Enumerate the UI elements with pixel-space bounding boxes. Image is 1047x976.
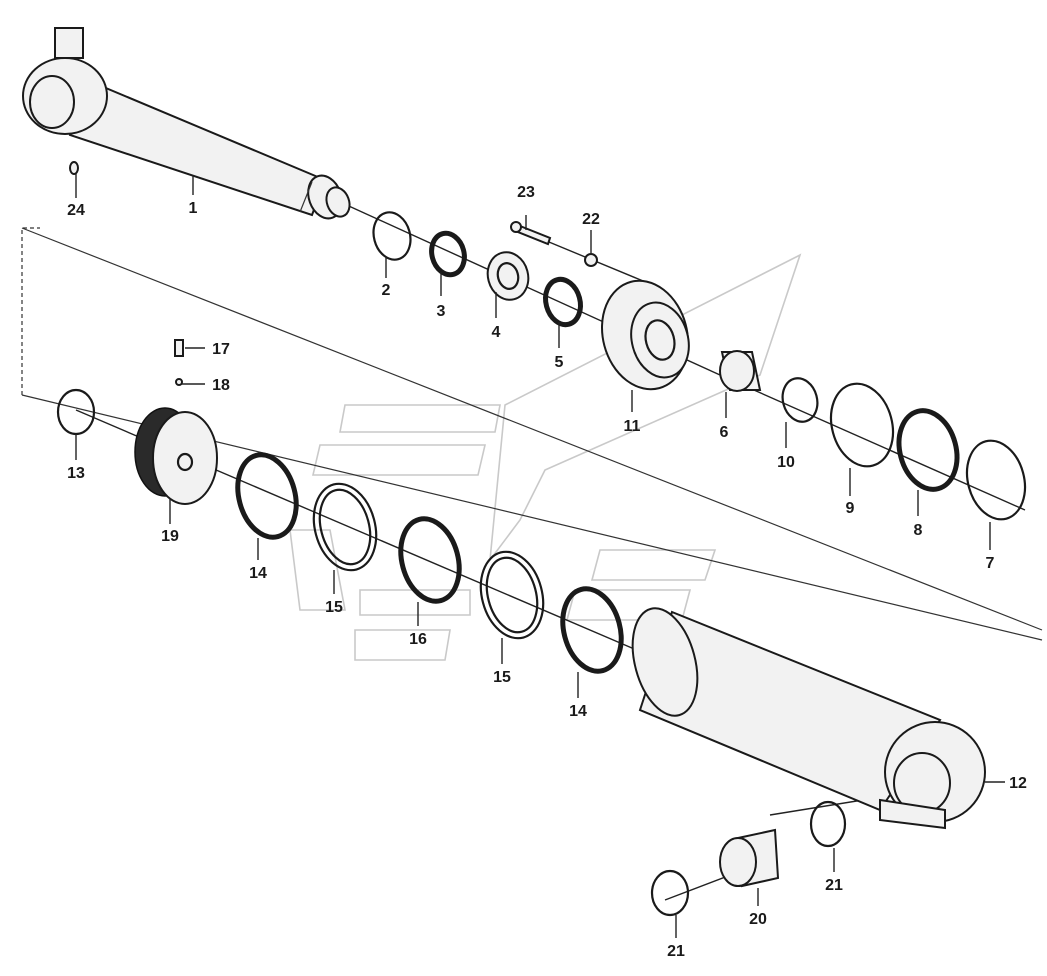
callout-20: 20	[749, 911, 767, 928]
watermark-logo	[289, 253, 802, 661]
callout-16: 16	[409, 631, 427, 648]
callout-5: 5	[555, 354, 564, 371]
piston-seals	[235, 452, 624, 674]
callout-21-right: 21	[825, 877, 843, 894]
callout-24: 24	[67, 202, 85, 219]
callout-23: 23	[517, 184, 535, 201]
piston-assembly	[56, 388, 218, 505]
callout-8: 8	[914, 522, 923, 539]
callout-2: 2	[382, 282, 391, 299]
callout-18: 18	[212, 377, 230, 394]
callout-15-upper: 15	[325, 599, 343, 616]
gland-head	[601, 279, 690, 391]
piston-rod	[22, 27, 351, 220]
callout-10: 10	[777, 454, 795, 471]
rod-side-rings	[719, 350, 1027, 521]
callout-17: 17	[212, 341, 230, 358]
callout-22: 22	[582, 211, 600, 228]
small-fittings	[174, 221, 598, 386]
callout-7: 7	[986, 555, 995, 572]
callout-labels: 1 2 3 4 5 6 7 8 9 10 11 12 13 14 14 15 1…	[67, 184, 1027, 960]
callout-12: 12	[1009, 775, 1027, 792]
tube-eye-bushing	[650, 800, 847, 917]
callout-19: 19	[161, 528, 179, 545]
top-seal-rings	[372, 211, 583, 328]
callout-14-upper: 14	[249, 565, 267, 582]
callout-13: 13	[67, 465, 85, 482]
callout-21-left: 21	[667, 943, 685, 960]
callout-14-lower: 14	[569, 703, 587, 720]
callout-4: 4	[492, 324, 501, 341]
callout-6: 6	[720, 424, 729, 441]
callout-11: 11	[624, 418, 641, 435]
callout-3: 3	[437, 303, 446, 320]
callout-15-lower: 15	[493, 669, 511, 686]
callout-leaders	[75, 174, 1005, 938]
cylinder-tube	[631, 607, 986, 830]
callout-1: 1	[189, 200, 198, 217]
callout-9: 9	[846, 500, 855, 517]
